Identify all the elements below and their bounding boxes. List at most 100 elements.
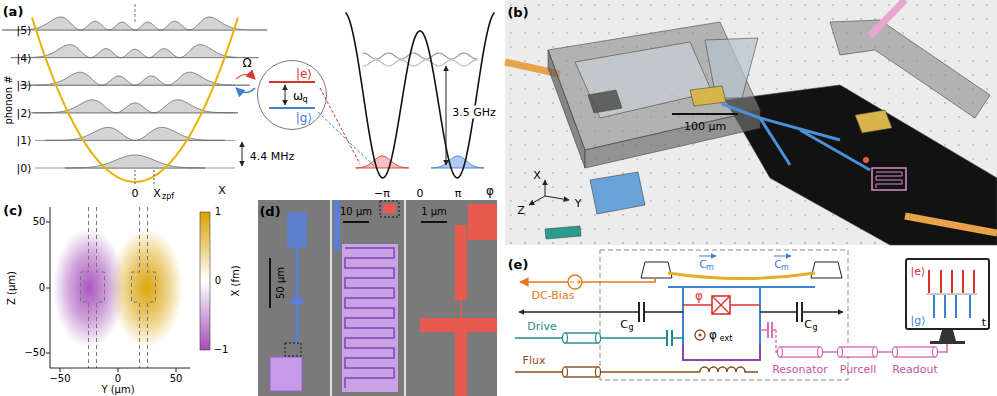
grid-dot (846, 74, 848, 76)
grid-dot (804, 200, 806, 202)
tick-label: −50 (24, 348, 45, 358)
grid-dot (860, 4, 862, 6)
grid-dot (818, 228, 820, 230)
grid-dot (636, 158, 638, 160)
grid-dot (524, 158, 526, 160)
grid-dot (552, 172, 554, 174)
grid-dot (916, 4, 918, 6)
grid-dot (650, 200, 652, 202)
grid-dot (804, 74, 806, 76)
signal-bar (940, 270, 942, 293)
grid-dot (986, 158, 988, 160)
grid-dot (566, 4, 568, 6)
grid-dot (748, 4, 750, 6)
grid-dot (608, 214, 610, 216)
coax-line (565, 367, 598, 377)
grid-dot (524, 144, 526, 146)
junction-dot (863, 157, 869, 163)
grid-dot (804, 32, 806, 34)
wavefunction (11, 45, 259, 58)
grid-dot (706, 186, 708, 188)
grid-dot (720, 242, 722, 244)
grid-dot (720, 4, 722, 6)
monitor-stand (939, 330, 956, 341)
grid-dot (776, 200, 778, 202)
grid-dot (846, 228, 848, 230)
coax-line (596, 333, 601, 343)
subscript: m (781, 264, 789, 272)
grid-dot (524, 200, 526, 202)
grid-dot (986, 4, 988, 6)
grid-dot (678, 18, 680, 20)
readout-coax (893, 347, 898, 357)
plot-axes (50, 207, 190, 368)
scale-bar (421, 221, 447, 223)
tick-label: −π (374, 188, 390, 199)
grid-dot (874, 18, 876, 20)
grid-dot (762, 200, 764, 202)
tick-label: 1 (215, 207, 221, 217)
grid-dot (524, 228, 526, 230)
grid-dot (636, 228, 638, 230)
grid-dot (748, 242, 750, 244)
grid-dot (706, 200, 708, 202)
axis-label: φ (486, 185, 494, 197)
grid-dot (846, 18, 848, 20)
grid-dot (552, 130, 554, 132)
grid-dot (734, 200, 736, 202)
grid-dot (580, 32, 582, 34)
grid-dot (524, 46, 526, 48)
grid-dot (706, 228, 708, 230)
grid-dot (958, 116, 960, 118)
grid-dot (524, 74, 526, 76)
grid-dot (650, 186, 652, 188)
purple-meander (342, 244, 398, 392)
grid-dot (734, 214, 736, 216)
panel-letter: (e) (508, 258, 529, 271)
mechanical-block (590, 172, 645, 214)
grid-dot (734, 144, 736, 146)
coax-line (563, 333, 568, 343)
grid-dot (706, 172, 708, 174)
electrode-pad (690, 86, 726, 106)
signal-bar (928, 270, 930, 293)
panel-letter: (c) (3, 204, 23, 217)
grid-dot (538, 46, 540, 48)
tick-label: 0 (115, 374, 121, 384)
panel-letter: (b) (507, 6, 528, 19)
grid-dot (748, 144, 750, 146)
coax-line (563, 367, 568, 377)
quantity-label: φ (695, 290, 703, 302)
blue-wire (334, 200, 340, 250)
grid-dot (692, 214, 694, 216)
grid-dot (538, 186, 540, 188)
quantity-label: 4.4 MHz (250, 151, 295, 162)
quantity-label: C (699, 259, 707, 270)
zero-tick (135, 170, 136, 184)
quantity-label: C (620, 319, 628, 330)
grid-dot (776, 46, 778, 48)
substrate-side (585, 110, 760, 168)
grid-dot (874, 102, 876, 104)
grid-dot (510, 88, 512, 90)
grid-dot (860, 18, 862, 20)
grid-dot (944, 144, 946, 146)
excited-wavefunction (356, 156, 409, 168)
junction-lead (455, 332, 467, 396)
grid-dot (706, 214, 708, 216)
axis-label: Y (575, 198, 582, 209)
junction-lead (420, 318, 497, 332)
grid-dot (762, 4, 764, 6)
quantity-label: 3.5 GHz (450, 106, 498, 119)
grid-dot (790, 214, 792, 216)
grid-dot (986, 144, 988, 146)
grid-dot (832, 74, 834, 76)
grid-dot (776, 74, 778, 76)
grid-dot (678, 172, 680, 174)
grid-dot (524, 242, 526, 244)
grid-dot (524, 32, 526, 34)
grid-dot (580, 18, 582, 20)
grid-dot (986, 60, 988, 62)
grid-dot (762, 88, 764, 90)
grid-dot (636, 18, 638, 20)
